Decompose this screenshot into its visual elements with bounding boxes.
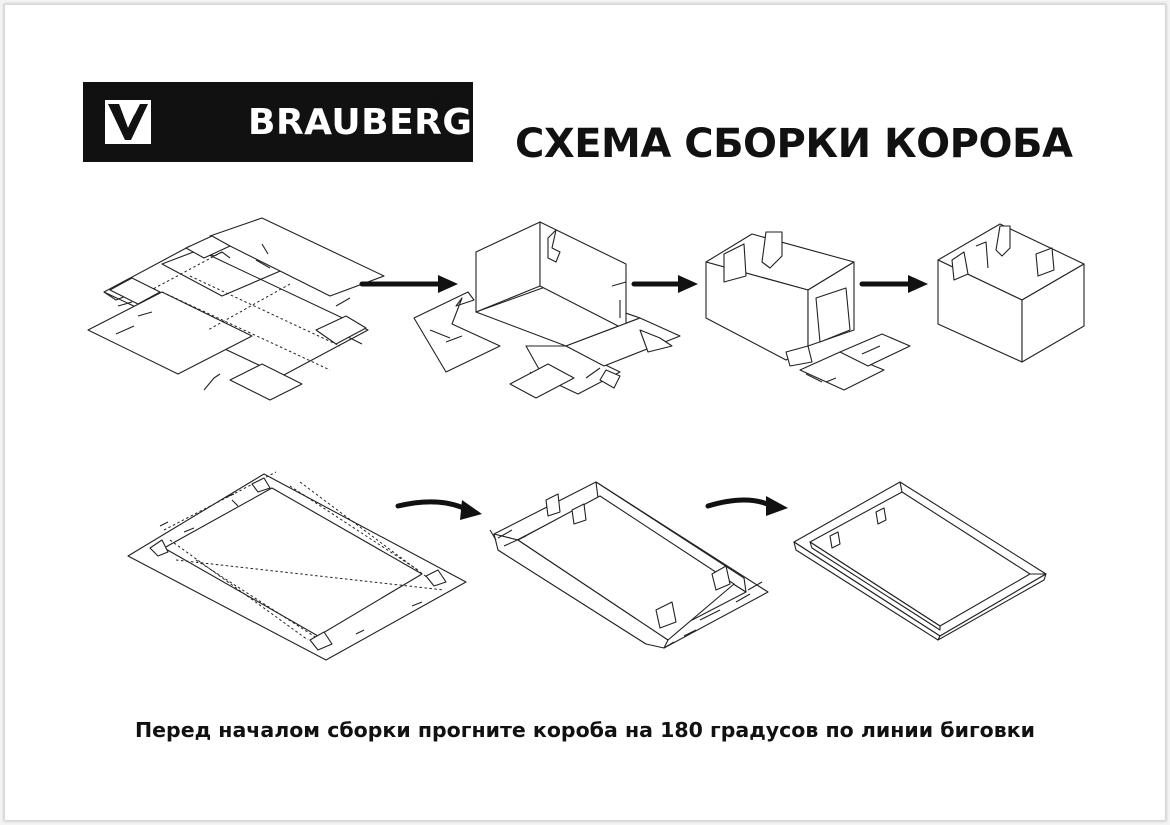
check-icon [105,100,151,144]
arrow-step-5 [705,496,788,516]
lid-step-6 [489,481,769,649]
arrow-step-1 [359,275,458,293]
arrow-step-2 [631,275,698,293]
box-blank-flat [87,217,385,401]
box-step-3 [705,231,911,391]
lid-blank-flat [127,471,467,661]
brand-name: BRAUBERG [248,102,473,143]
arrow-step-4 [395,499,482,520]
box-finished [937,223,1085,363]
box-step-2 [413,221,681,399]
assembly-caption: Перед началом сборки прогните короба на … [134,718,1036,742]
registered-mark: ® [430,91,448,112]
lid-finished [793,481,1047,641]
brand-logo: BRAUBERG [83,82,473,162]
arrow-step-3 [859,275,928,293]
page-title: СХЕМА СБОРКИ КОРОБА [515,121,1073,167]
